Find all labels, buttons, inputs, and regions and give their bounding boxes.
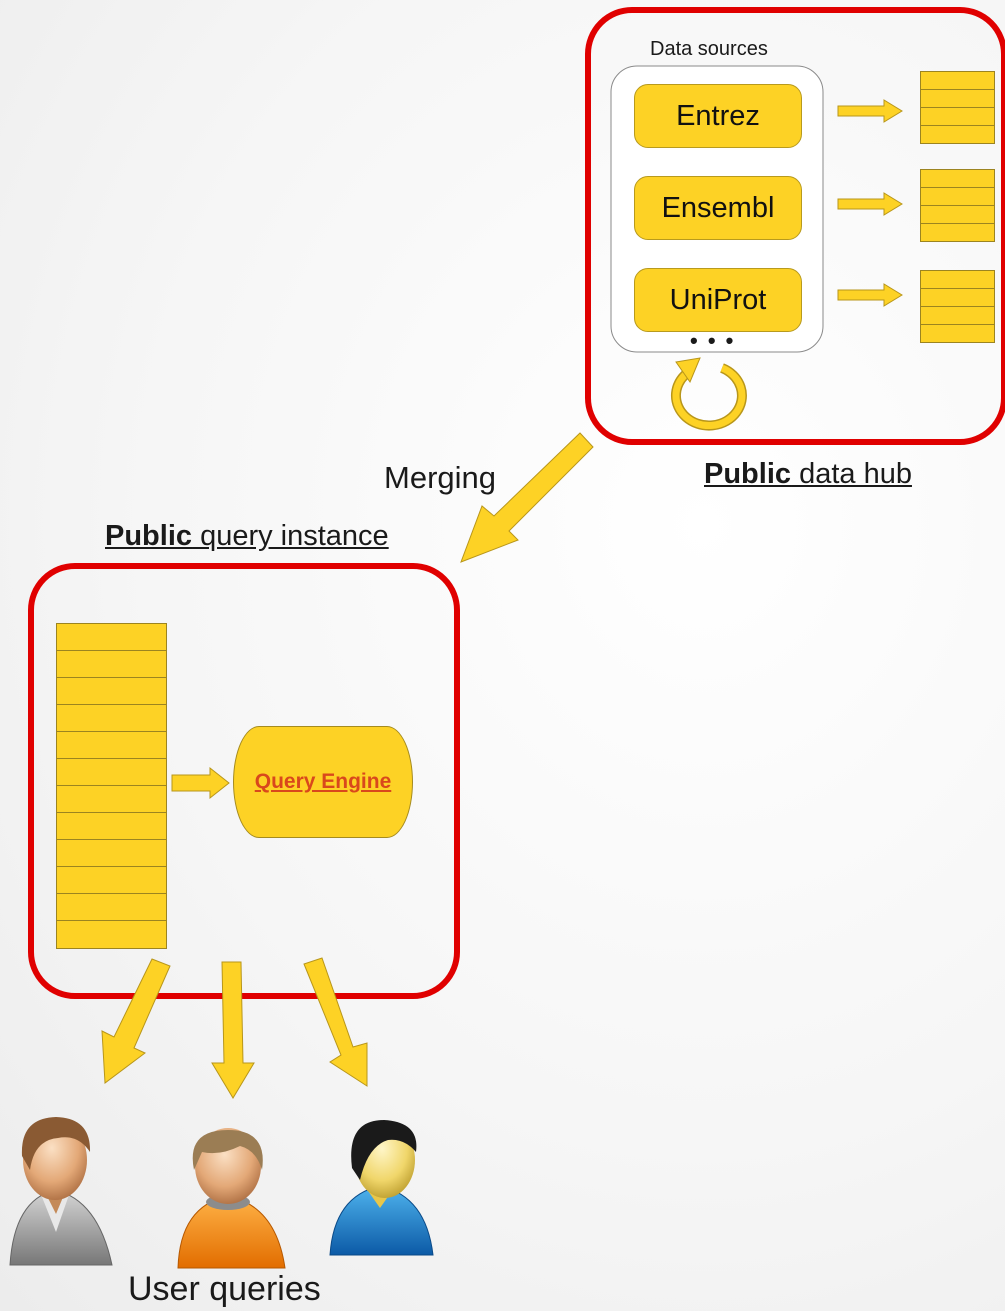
data-sources-title: Data sources xyxy=(650,38,768,60)
query-engine: Query Engine xyxy=(233,726,413,838)
source-arrows xyxy=(837,99,903,307)
merging-label: Merging xyxy=(384,460,496,495)
table-to-engine-arrow xyxy=(171,766,230,800)
hub-table-2 xyxy=(920,169,995,242)
source-ensembl-label: Ensembl xyxy=(661,191,775,224)
source-uniprot: UniProt xyxy=(634,268,802,332)
hub-table-3 xyxy=(920,270,995,343)
source-entrez: Entrez xyxy=(634,84,802,148)
user-orange-shirt-icon xyxy=(177,1128,286,1269)
data-hub-caption-rest: data hub xyxy=(791,458,912,490)
refresh-icon xyxy=(670,357,747,431)
source-ensembl: Ensembl xyxy=(634,176,802,240)
user-queries-caption: User queries xyxy=(128,1270,321,1308)
hub-table-1 xyxy=(920,71,995,144)
query-instance-box xyxy=(28,563,460,999)
merged-table xyxy=(56,623,167,949)
source-entrez-label: Entrez xyxy=(676,99,760,132)
user-query-arrows xyxy=(101,957,368,1099)
query-instance-caption-bold: Public xyxy=(105,520,193,552)
query-engine-label: Query Engine xyxy=(254,770,392,793)
data-hub-box xyxy=(585,7,1005,445)
query-instance-caption: Public query instance xyxy=(105,520,389,553)
user-gray-shirt-icon xyxy=(9,1117,113,1266)
data-hub-caption-bold: Public xyxy=(704,458,792,490)
user-blue-shirt-icon xyxy=(329,1120,434,1256)
more-sources-ellipsis: • • • xyxy=(690,328,736,353)
query-instance-caption-rest: query instance xyxy=(192,520,389,552)
source-uniprot-label: UniProt xyxy=(669,283,767,316)
data-hub-caption: Public data hub xyxy=(704,458,912,491)
merging-arrow xyxy=(460,432,594,563)
